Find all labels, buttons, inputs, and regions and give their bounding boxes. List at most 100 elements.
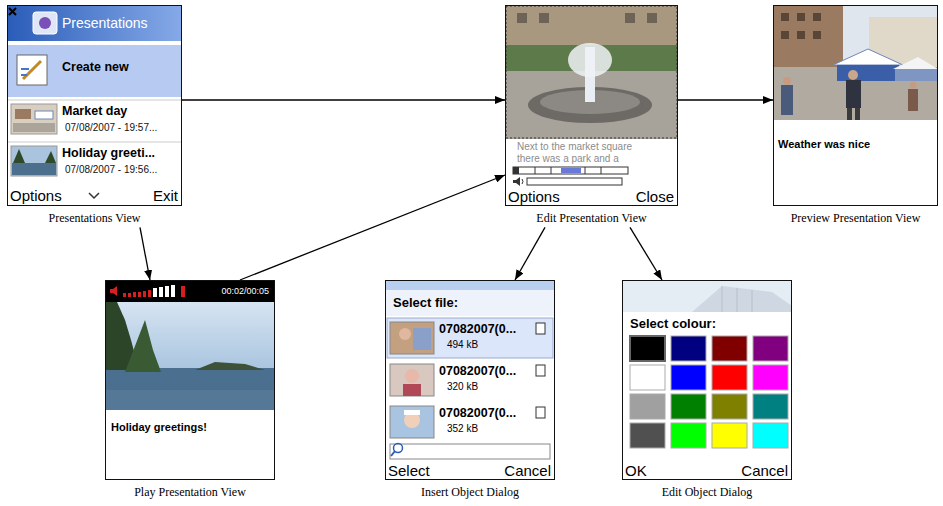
presentations-screen-art-part	[11, 146, 57, 176]
preview-screen-art-part	[847, 108, 852, 120]
dialog-heading: Select file:	[393, 295, 458, 311]
colour-grid-part	[753, 423, 788, 448]
insert-dialog-art-part	[385, 280, 555, 290]
play-screen-art-part	[165, 286, 169, 297]
insert-dialog-art-part	[387, 318, 553, 358]
time-counter: 00:02/00:05	[221, 286, 269, 297]
insert-dialog-art-part	[536, 323, 545, 334]
screen-title: Presentations	[62, 15, 148, 32]
play-screen-art	[105, 280, 275, 480]
presentations-screen-art-part	[13, 149, 25, 163]
presentations-screen-art-part	[7, 100, 182, 101]
edit-object-dialog: Select colour:OKCancelEdit Object Dialog	[622, 280, 792, 501]
edit-dialog-art-part	[722, 286, 752, 312]
insert-dialog-art-part	[390, 364, 434, 396]
preview-screen-art-part	[773, 5, 938, 206]
play-screen-art-part	[171, 285, 175, 297]
date-text: 07/08/2007 - 19:56...	[65, 164, 157, 176]
list-item-text: 07082007(0...	[439, 406, 516, 421]
presentations-screen-art-part	[11, 104, 57, 134]
preview-screen-art	[773, 5, 938, 206]
colour-grid-part	[630, 336, 665, 361]
presentations-screen-art-part	[39, 17, 51, 29]
presentations-screen-art	[7, 5, 182, 206]
screen-frame	[505, 5, 678, 206]
file-size: 320 kB	[447, 381, 478, 393]
presentations-screen-art-part	[45, 151, 56, 163]
preview-screen-art-part	[773, 5, 938, 120]
insert-dialog-art	[385, 280, 555, 480]
presentations-screen-art-part	[15, 109, 31, 119]
presentations-screen-art-part	[12, 163, 56, 175]
edit-screen-art-part	[513, 167, 628, 174]
preview-screen-art-part	[773, 67, 938, 120]
screen-frame	[773, 5, 938, 206]
flow-arrow	[678, 99, 773, 100]
insert-object-dialog: Select file:07082007(0...494 kB07082007(…	[385, 280, 555, 501]
edit-dialog-art-part	[622, 280, 792, 312]
play-screen-art-part	[143, 291, 146, 297]
preview-screen-art-part	[846, 80, 861, 108]
insert-dialog-art-part	[385, 280, 555, 480]
softkey-label: Cancel	[504, 462, 551, 480]
softkey-label: Options	[508, 188, 560, 206]
colour-grid-part	[671, 394, 706, 419]
list-item-text: 07082007(0...	[439, 322, 516, 337]
edit-screen-art-part	[625, 13, 635, 23]
colour-grid-part	[753, 365, 788, 390]
edit-dialog-art-part	[622, 280, 792, 480]
preview-screen-art-part	[833, 49, 903, 65]
insert-dialog-art-part	[405, 369, 419, 383]
insert-dialog-art-part	[536, 407, 545, 418]
screen-frame	[622, 280, 792, 480]
preview-screen-art-part	[797, 31, 805, 39]
colour-grid-part	[712, 423, 747, 448]
play-screen-art-part	[105, 368, 275, 410]
view-caption: Presentations View	[48, 211, 140, 225]
preview-screen-art-part	[893, 57, 938, 69]
flow-arrow	[240, 175, 505, 280]
colour-grid-part	[630, 423, 665, 448]
play-screen-art-part	[128, 293, 131, 297]
insert-dialog-art-part	[385, 290, 555, 316]
slide-text: Holiday greetings!	[111, 421, 207, 434]
preview-screen-art-part	[813, 31, 821, 39]
colour-grid-part	[671, 365, 706, 390]
softkey-label: Cancel	[741, 462, 788, 480]
colour-grid-part	[712, 394, 747, 419]
preview-screen-art-part	[855, 108, 860, 120]
edit-screen-art-part	[535, 167, 601, 174]
presentations-screen-art-part	[7, 5, 182, 41]
softkey-label: OK	[625, 462, 647, 480]
flow-arrow	[630, 227, 662, 280]
insert-dialog-art-part	[390, 444, 550, 459]
colour-grid-part	[671, 423, 706, 448]
play-presentation-screen: 00:02/00:05Holiday greetings! Play Presen…	[105, 280, 275, 501]
preview-screen-art-part	[783, 77, 791, 85]
play-screen-art-part	[159, 287, 163, 297]
softkey-label: Options	[10, 187, 62, 205]
preview-screen-art-part	[773, 5, 843, 67]
edit-screen-art-part	[539, 13, 549, 23]
preview-presentation-screen: Weather was nicePreview Presentation Vie…	[773, 5, 938, 227]
preview-screen-art-part	[848, 70, 858, 80]
preview-screen-art-part	[781, 13, 789, 21]
edit-dialog-art-part	[692, 286, 792, 312]
view-caption: Play Presentation View	[134, 485, 246, 499]
edit-dialog-art	[622, 280, 792, 480]
softkey-label: Select	[388, 462, 430, 480]
play-screen-art-part	[181, 286, 185, 297]
presentations-screen-art-part	[17, 55, 47, 85]
preview-screen-art-part	[910, 82, 917, 89]
colour-grid-part	[712, 336, 747, 361]
insert-dialog-art-part	[536, 365, 545, 376]
softkey-label: Exit	[153, 187, 178, 205]
play-screen-art-part	[148, 290, 151, 297]
slide-text: Weather was nice	[778, 138, 870, 151]
flow-arrow	[140, 227, 150, 280]
insert-dialog-art-part	[404, 410, 420, 415]
screen-frame	[105, 280, 275, 480]
presentations-screen-art-part	[7, 142, 182, 143]
preview-screen-art-part	[797, 13, 805, 21]
